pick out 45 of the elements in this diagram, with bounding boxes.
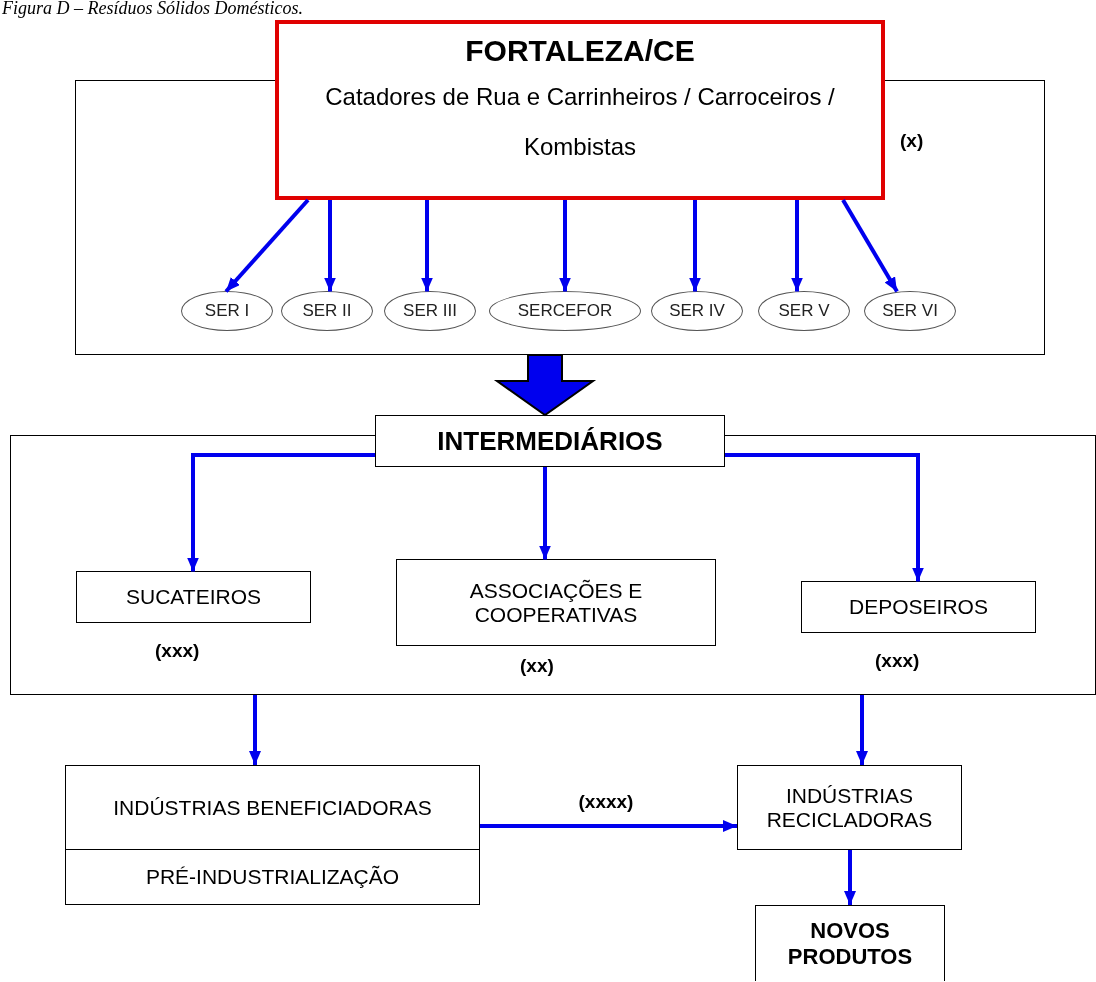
box-label: INDÚSTRIAS RECICLADORAS	[765, 783, 934, 832]
box-label: DEPOSEIROS	[848, 595, 989, 619]
process-box	[396, 559, 716, 646]
city-heading: FORTALEZA/CE	[464, 34, 696, 68]
box-label: SUCATEIROS	[125, 585, 262, 609]
count-note: (xxx)	[875, 650, 920, 672]
box-label: SER V	[778, 301, 830, 321]
arrow	[480, 820, 737, 832]
arrow	[559, 200, 571, 292]
arrow	[689, 200, 701, 292]
box-label: INTERMEDIÁRIOS	[436, 425, 664, 457]
box-label: NOVOS PRODUTOS	[786, 917, 914, 970]
box-label: SER VI	[882, 301, 938, 321]
arrow	[421, 200, 433, 292]
count-note: (xx)	[520, 655, 554, 677]
process-box	[375, 415, 725, 467]
arrow	[791, 200, 803, 292]
count-note: (x)	[900, 130, 924, 152]
box-label: INDÚSTRIAS BENEFICIADORAS	[66, 766, 479, 850]
sub-heading: PRÉ-INDUSTRIALIZAÇÃO	[144, 864, 401, 890]
process-box	[76, 571, 311, 623]
count-note: (xxx)	[155, 640, 200, 662]
arrow	[856, 695, 868, 765]
figure-title: Figura D – Resíduos Sólidos Domésticos.	[2, 0, 303, 19]
box-label: SER II	[302, 301, 352, 321]
arrow	[324, 200, 336, 292]
box-label: SER IV	[669, 301, 725, 321]
process-box	[737, 765, 962, 850]
arrow	[844, 850, 856, 905]
block-arrow	[493, 354, 597, 417]
description-text: Catadores de Rua e Carrinheiros / Carroceiros / Kombistas	[324, 82, 836, 162]
arrow	[224, 198, 310, 293]
arrow	[725, 453, 924, 582]
box-label: SERCEFOR	[517, 301, 613, 321]
process-box	[801, 581, 1036, 633]
output-box	[755, 905, 945, 981]
city-box	[275, 20, 885, 200]
box-label: SER III	[403, 301, 457, 321]
process-box	[65, 765, 480, 905]
box-label: ASSOCIAÇÕES E COOPERATIVAS	[468, 578, 644, 627]
arrow	[187, 453, 375, 572]
arrow	[841, 199, 899, 293]
arrow	[539, 467, 551, 560]
arrow	[249, 695, 261, 765]
box-label: SER I	[204, 301, 250, 321]
